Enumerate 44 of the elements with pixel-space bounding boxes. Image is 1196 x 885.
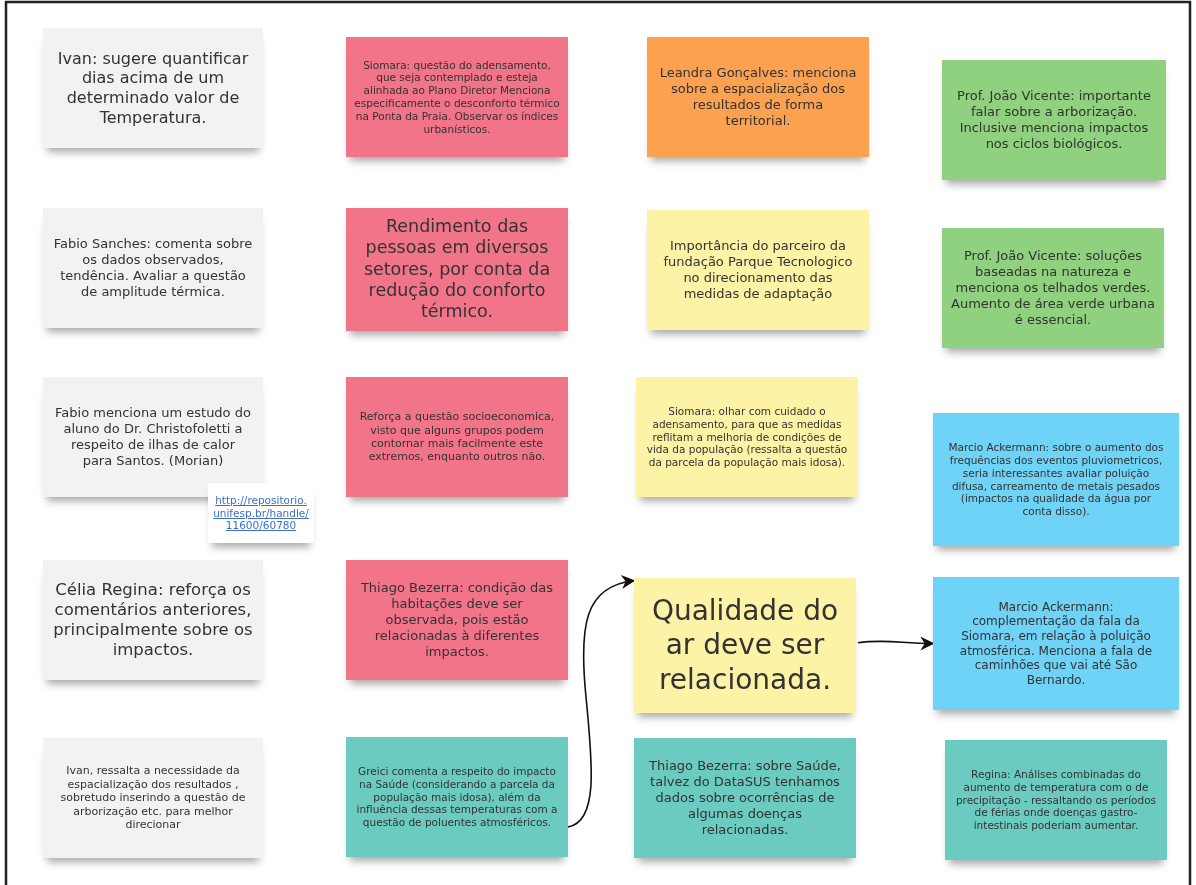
note-text: Fabio Sanches: comenta sobre os dados observados, tendência. Avaliar a questão de amplitude térmica. — [53, 236, 253, 300]
sticky-note — [43, 28, 263, 148]
hyperlink: http://repositorio.unifesp.br/handle/11600/60780 — [212, 493, 310, 533]
note-text: Qualidade do ar deve ser relacionada. — [650, 594, 840, 697]
sticky-note — [634, 738, 856, 858]
note-text: Importância do parceiro da fundação Parque Tecnologico no direcionamento das medidas de adaptação — [662, 238, 854, 302]
sticky-note — [945, 740, 1167, 860]
sticky-note — [346, 737, 568, 857]
sticky-note — [346, 208, 568, 331]
note-text: Leandra Gonçalves: menciona sobre a espacialização dos resultados de forma territorial. — [659, 65, 857, 129]
sticky-note — [634, 578, 856, 713]
note-text: Fabio menciona um estudo do aluno do Dr. Christofoletti a respeito de ilhas de calor para Santos. (Morian) — [55, 405, 251, 469]
sticky-note — [942, 228, 1164, 348]
sticky-note — [647, 210, 869, 330]
note-text: Prof. João Vicente: importante falar sobre a arborização. Inclusive menciona impactos nos ciclos biológicos. — [956, 88, 1152, 152]
note-text: Thiago Bezerra: condição das habitações deve ser observada, pois estão relacionadas à diferentes impactos. — [359, 580, 555, 660]
note-text: Marcio Ackermann: complementação da fala da Siomara, em relação à poluição atmosférica. Menciona a fala de caminhões que vai até São Bernardo. — [958, 599, 1154, 688]
note-text: Ivan, ressalta a necessidade da espacialização dos resultados , sobretudo inserindo a questão de arborização etc. para melhor direcionar — [59, 764, 247, 832]
sticky-note — [346, 37, 568, 157]
note-text: Ivan: sugere quantificar dias acima de um determinado valor de Temperatura. — [57, 48, 249, 128]
note-text: Siomara: questão do adensamento, que seja contemplado e esteja alinhada ao Plano Diretor Menciona especificamente o desconforto térmico na Ponta da Praia. Observar os índices urbanísticos. — [354, 58, 560, 136]
sticky-note — [43, 560, 263, 680]
note-text: Greici comenta a respeito do impacto na Saúde (considerando a parcela da população mais idosa), além da influência dessas temperaturas com a questão de poluentes atmosféricos. — [355, 765, 559, 829]
sticky-note — [346, 560, 568, 680]
sticky-note — [933, 577, 1179, 710]
note-text: Prof. João Vicente: soluções baseadas na natureza e menciona os telhados verdes. Aumento de área verde urbana é essencial. — [950, 248, 1156, 328]
arrow — [857, 636, 935, 651]
note-text: Reforça a questão socioeconomica, visto que alguns grupos podem contornar mais facilmente este extremos, enquanto outros não. — [358, 410, 556, 464]
sticky-note — [647, 37, 869, 157]
curved-arrow — [567, 575, 636, 828]
sticky-note — [636, 377, 858, 497]
sticky-note — [346, 377, 568, 497]
note-text: Célia Regina: reforça os comentários anteriores, principalmente sobre os impactos. — [53, 579, 253, 661]
note-text: Thiago Bezerra: sobre Saúde, talvez do DataSUS tenhamos dados sobre ocorrências de algumas doenças relacionadas. — [648, 758, 842, 838]
sticky-note — [43, 208, 263, 328]
sticky-note — [933, 413, 1179, 546]
sticky-note — [942, 60, 1166, 180]
note-text: Regina: Análises combinadas do aumento de temperatura com o de precipitação - ressaltando os períodos de férias onde doenças gastro-intestinais poderiam aumentar. — [955, 768, 1157, 832]
note-text: Rendimento das pessoas em diversos setores, por conta da redução do conforto térmico. — [362, 216, 552, 323]
note-text: Siomara: olhar com cuidado o adensamento, para que as medidas reflitam a melhoria de condições de vida da população (ressalta a questão da parcela da população mais idosa). — [645, 405, 849, 469]
sticky-note — [43, 738, 263, 858]
link-note — [208, 483, 314, 543]
note-text: Marcio Ackermann: sobre o aumento dos frequências dos eventos pluviometricos, seria interessantes avaliar poluição difusa, carreamento de metais pesados (impactos na qualidade da água por conta disso). — [947, 441, 1165, 518]
sticky-note — [43, 377, 263, 497]
